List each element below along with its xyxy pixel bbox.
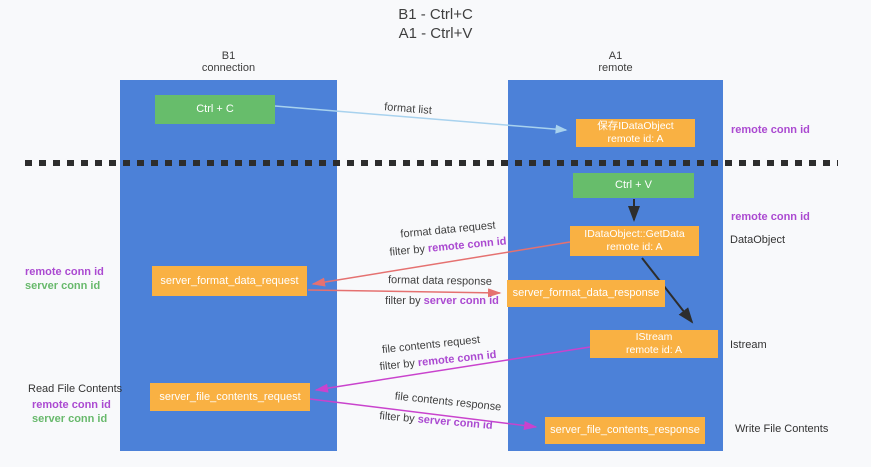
column-a1-subtitle: remote	[598, 62, 633, 74]
getdata-line1: IDataObject::GetData	[584, 228, 685, 240]
format-data-response-arrow	[307, 288, 502, 298]
right-remote-conn-id-label-1: remote conn id	[731, 124, 810, 136]
filter-by-text: filter by	[385, 295, 424, 307]
diagram-title: B1 - Ctrl+C A1 - Ctrl+V	[0, 5, 871, 43]
getdata-to-istream-arrow	[641, 257, 694, 324]
title-line-2: A1 - Ctrl+V	[398, 25, 473, 42]
format-data-request-arrow	[311, 241, 571, 287]
save-idataobject-box: 保存IDataObject remote id: A	[576, 119, 695, 147]
right-remote-conn-id-label-2: remote conn id	[731, 211, 810, 223]
left-remote-conn-id-label-1: remote conn id	[25, 266, 104, 278]
format-data-response-label: format data response	[387, 274, 493, 288]
server-format-data-response-label: server_format_data_response	[512, 287, 660, 299]
istream-line1: IStream	[635, 331, 673, 343]
ctrl-c-box: Ctrl + C	[155, 95, 275, 124]
title-line-1: B1 - Ctrl+C	[398, 6, 473, 23]
idataobject-getdata-box: IDataObject::GetData remote id: A	[570, 226, 699, 256]
column-header-b1: B1 connection	[120, 50, 337, 74]
file-contents-request-arrow	[314, 346, 591, 393]
server-file-contents-response-label: server_file_contents_response	[550, 424, 700, 436]
ctrl-v-box: Ctrl + V	[573, 173, 694, 198]
dataobject-label: DataObject	[730, 234, 786, 246]
column-b1-title: B1	[221, 50, 236, 62]
format-data-response-filter-label: filter by server conn id	[385, 295, 499, 307]
ctrl-c-label: Ctrl + C	[196, 103, 234, 115]
save-idataobject-line1: 保存IDataObject	[597, 120, 674, 132]
column-b1-subtitle: connection	[201, 62, 256, 74]
column-a1-title: A1	[608, 50, 623, 62]
save-idataobject-line2: remote id: A	[607, 133, 664, 145]
left-remote-conn-id-label-2: remote conn id	[32, 399, 111, 411]
left-server-conn-id-label-1: server conn id	[25, 280, 101, 292]
server-conn-id-text: server conn id	[423, 295, 499, 307]
server-file-contents-request-box: server_file_contents_request	[150, 383, 310, 411]
file-contents-response-arrow	[309, 398, 538, 430]
istream-side-label: Istream	[730, 339, 767, 351]
istream-line2: remote id: A	[625, 344, 683, 356]
column-header-a1: A1 remote	[508, 50, 723, 74]
getdata-line2: remote id: A	[606, 241, 663, 253]
istream-box: IStream remote id: A	[590, 330, 718, 358]
server-format-data-request-label: server_format_data_request	[160, 274, 299, 287]
format-list-arrow	[274, 105, 568, 134]
server-format-data-request-box: server_format_data_request	[152, 266, 307, 296]
write-file-contents-label: Write File Contents	[735, 423, 829, 435]
read-file-contents-label: Read File Contents	[28, 383, 123, 395]
ctrl-v-label: Ctrl + V	[615, 179, 652, 191]
server-file-contents-response-box: server_file_contents_response	[545, 417, 705, 444]
left-server-conn-id-label-2: server conn id	[32, 413, 108, 425]
server-file-contents-request-label: server_file_contents_request	[159, 390, 301, 403]
server-format-data-response-box: server_format_data_response	[507, 280, 665, 307]
